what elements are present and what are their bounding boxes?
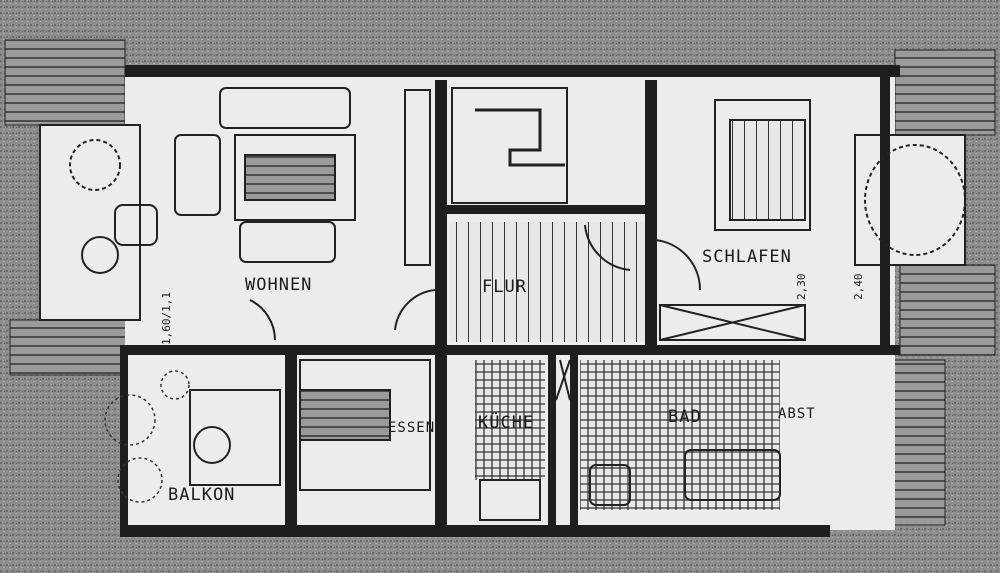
kueche-floor <box>475 360 545 480</box>
room-label-schlafen: SCHLAFEN <box>702 247 792 267</box>
furniture <box>69 87 966 521</box>
room-label-wohnen: WOHNEN <box>245 275 312 295</box>
dimension-schlafen-window-b: 2,40 <box>852 274 865 301</box>
stair-icon <box>475 108 565 167</box>
room-label-essen: ESSEN <box>388 420 435 436</box>
flur-floor <box>450 222 645 342</box>
left-lower-strip <box>9 319 131 376</box>
bad-floor <box>580 360 780 510</box>
left-window-strip <box>4 39 126 126</box>
wohnen-bay <box>39 124 141 321</box>
dimension-wohnen-window: 1,60/1,1 <box>160 292 173 345</box>
plants <box>104 370 190 503</box>
room-label-kueche: KÜCHE <box>478 411 534 433</box>
room-label-bad: BAD <box>668 407 702 427</box>
room-label-flur: FLUR <box>482 277 527 297</box>
dimension-schlafen-window-a: 2,30 <box>795 274 808 301</box>
room-label-balkon: BALKON <box>168 485 235 505</box>
schlafen-bay <box>854 134 966 266</box>
right-window-strip <box>894 49 996 136</box>
room-label-abst: ABST <box>778 406 816 422</box>
stair-block <box>451 87 568 204</box>
walls <box>120 65 900 537</box>
right-lower-strip <box>899 264 996 356</box>
